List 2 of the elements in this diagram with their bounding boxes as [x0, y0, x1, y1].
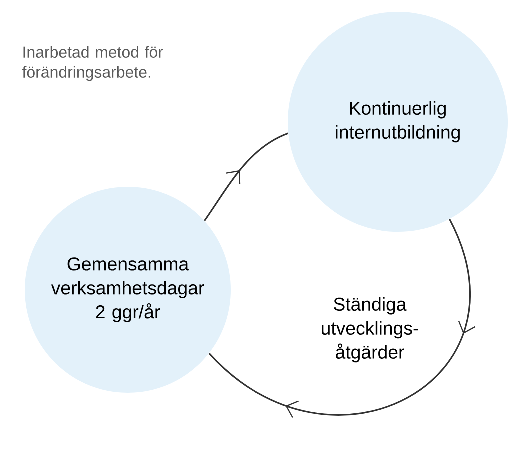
caption-text: Inarbetad metod för förändringsarbete.	[22, 46, 164, 82]
step-text: Ständiga utvecklings- åtgärder	[322, 297, 418, 363]
